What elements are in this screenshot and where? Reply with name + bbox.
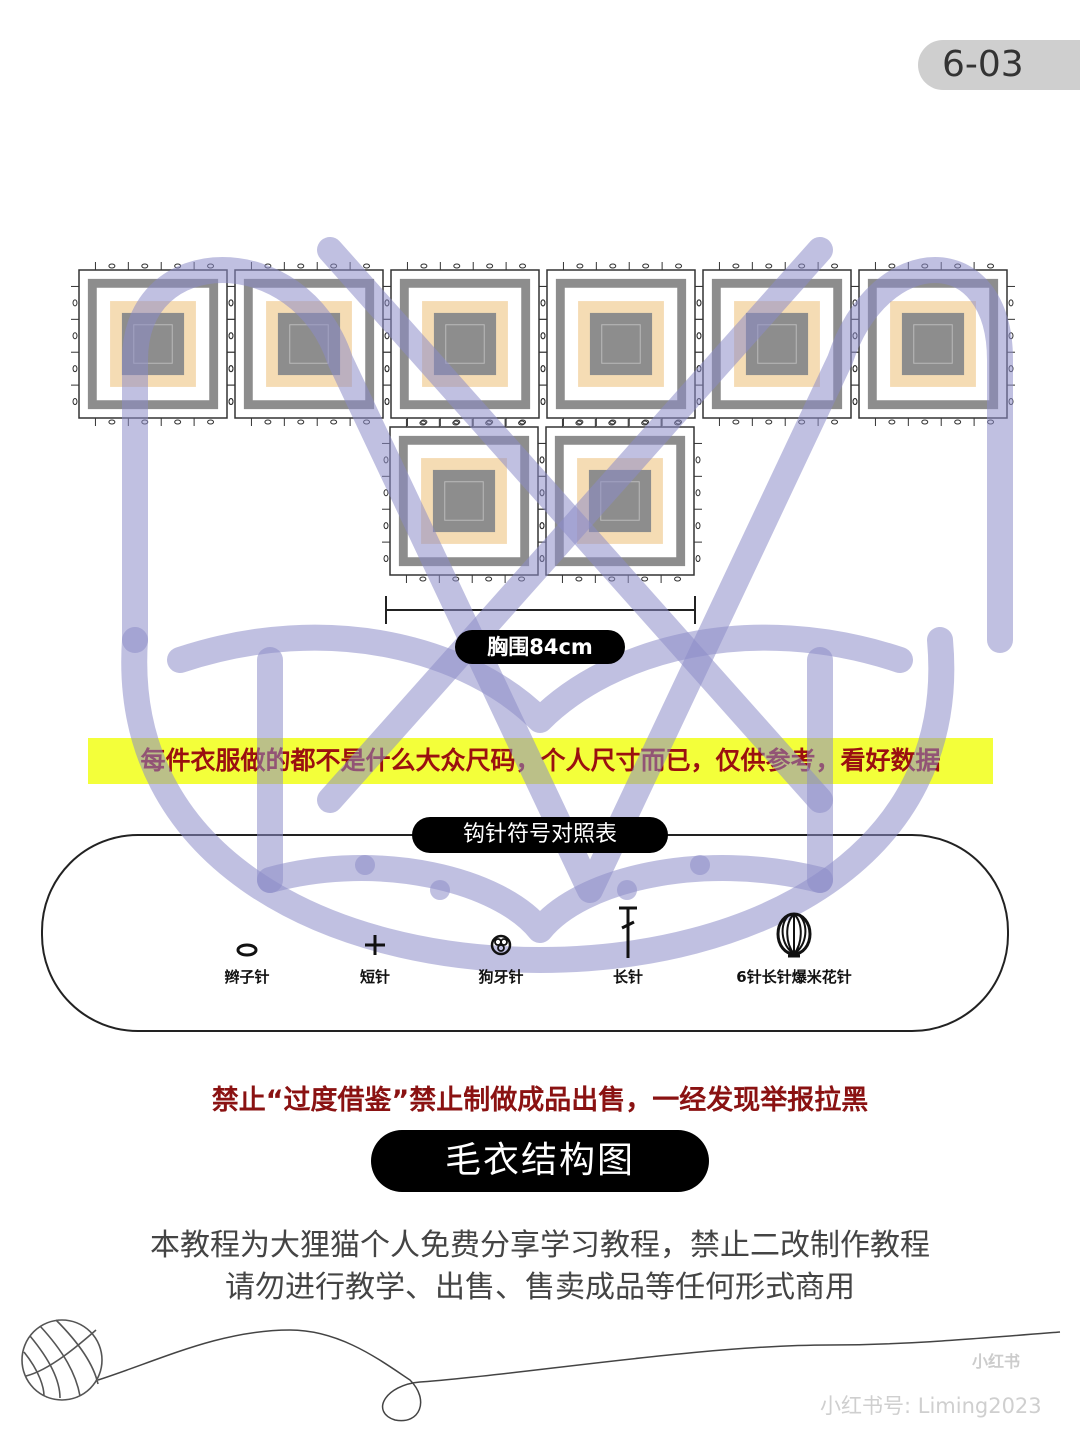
granny-square bbox=[382, 419, 546, 583]
yarn-thread bbox=[97, 1329, 1061, 1422]
legend-label: 6针长针爆米花针 bbox=[736, 968, 852, 986]
granny-square bbox=[538, 419, 702, 583]
double-crochet-icon bbox=[619, 906, 637, 958]
granny-square bbox=[851, 262, 1015, 426]
granny-square bbox=[383, 262, 547, 426]
legend-label: 长针 bbox=[612, 968, 643, 986]
legend-item-double-crochet: 长针 bbox=[543, 900, 713, 987]
granny-square bbox=[227, 262, 391, 426]
notice-line-2: 请勿进行教学、出售、售卖成品等任何形式商用 bbox=[225, 1270, 855, 1305]
granny-square bbox=[695, 262, 859, 426]
granny-square bbox=[539, 262, 703, 426]
single-crochet-icon bbox=[365, 935, 385, 955]
bust-measurement-label: 胸围84cm bbox=[455, 630, 625, 664]
brand-handle: 小红书号: Liming2023 bbox=[820, 1394, 1042, 1418]
copyright-warning: 禁止“过度借鉴”禁止制做成品出售，一经发现举报拉黑 bbox=[211, 1085, 869, 1116]
chain-stitch-icon bbox=[236, 943, 258, 957]
popcorn-stitch-icon bbox=[776, 912, 812, 958]
granny-square bbox=[71, 262, 235, 426]
legend-item-popcorn: 6针长针爆米花针 bbox=[709, 900, 879, 987]
yarn-ball-icon bbox=[21, 1319, 103, 1401]
bust-dimension-line bbox=[385, 596, 696, 624]
picot-icon bbox=[490, 934, 512, 956]
brand-logo: 小红书 bbox=[972, 1352, 1021, 1371]
notice-line-1: 本教程为大狸猫个人免费分享学习教程，禁止二改制作教程 bbox=[150, 1228, 930, 1263]
yarn-ball-decoration bbox=[21, 1319, 1061, 1422]
structure-title: 毛衣结构图 bbox=[371, 1130, 709, 1192]
legend-title: 钩针符号对照表 bbox=[412, 817, 668, 853]
granny-squares bbox=[71, 262, 1015, 583]
page-number-badge: 6-03 bbox=[918, 40, 1080, 90]
